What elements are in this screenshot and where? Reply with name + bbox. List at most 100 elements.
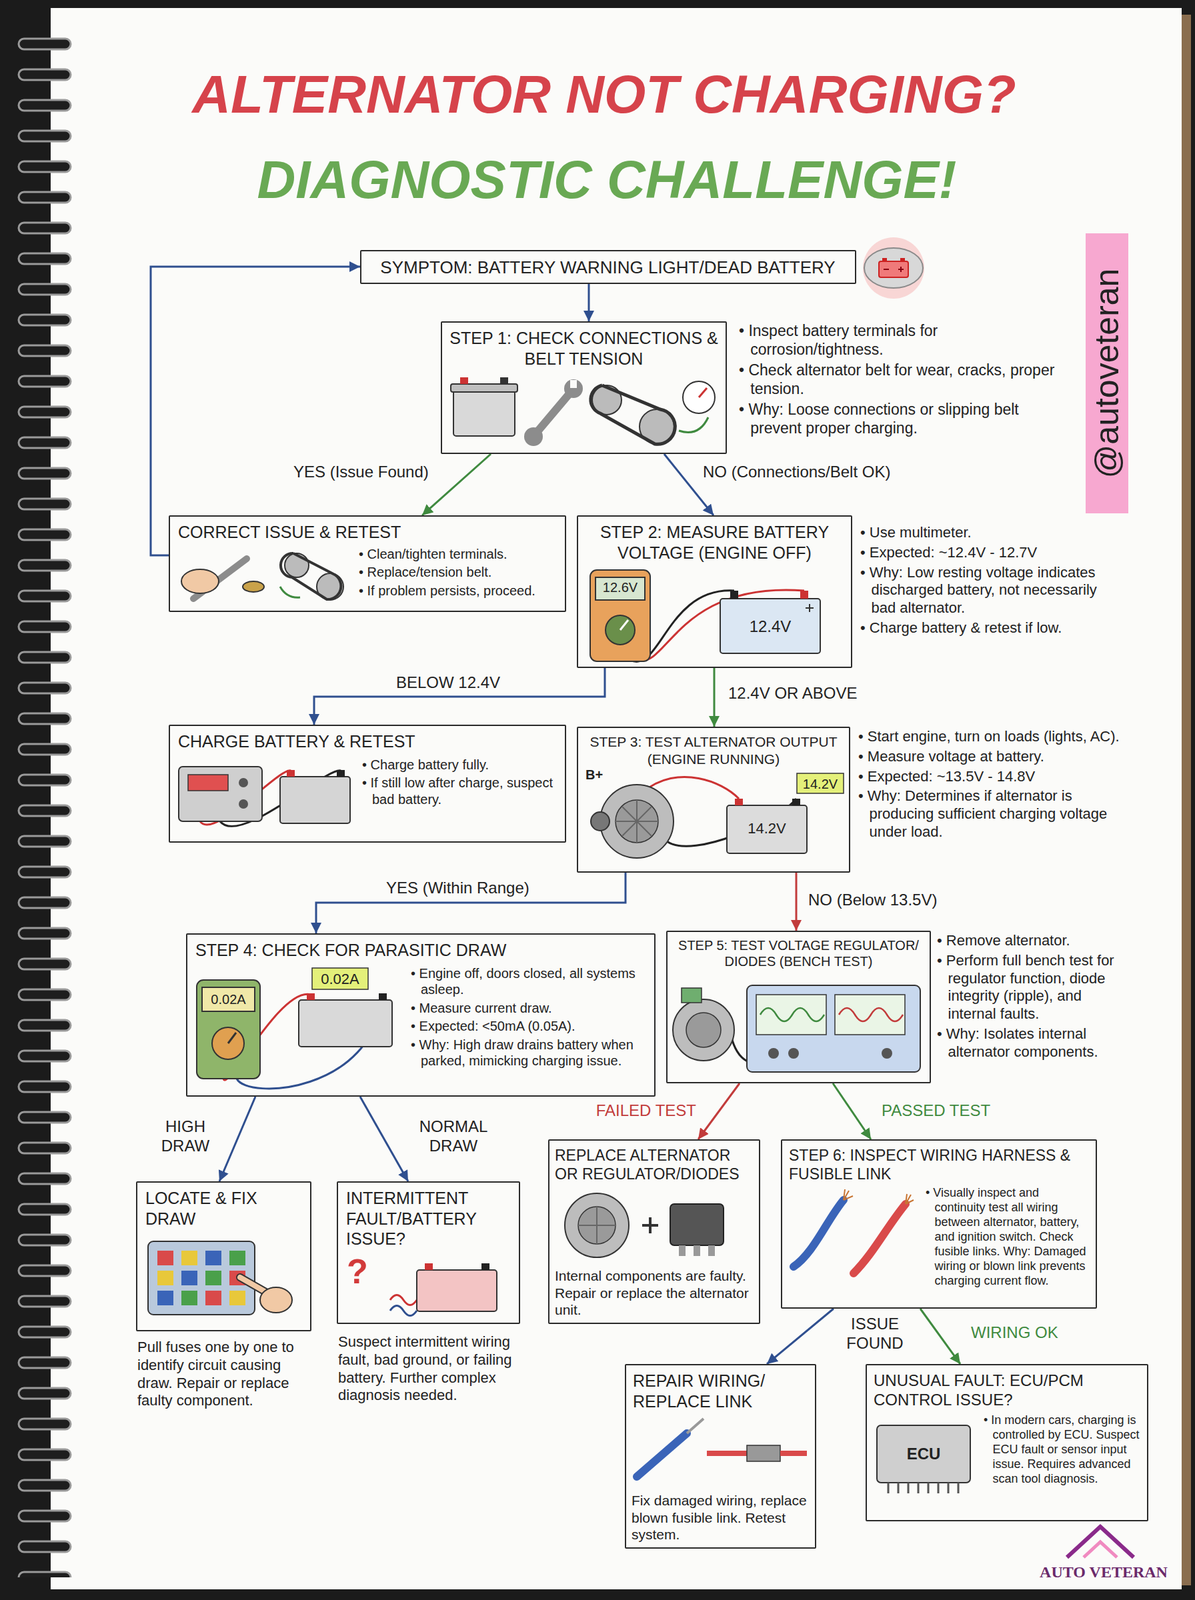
battery-wrench-belt-icon (564, 379, 583, 399)
paper (50, 8, 1182, 1590)
bench-test-icon (681, 988, 702, 1003)
alternator-regulator-icon (578, 1207, 616, 1245)
damaged-wires-icon (793, 1189, 914, 1274)
meter-reading: 0.02A (202, 991, 255, 1008)
text-column: STEP 5: TEST VOLTAGE REGULATOR/ DIODES (… (670, 937, 927, 971)
flow-arrow (832, 1083, 871, 1140)
battery-wrench-belt-icon (570, 380, 577, 389)
alternator-regulator-icon (693, 1245, 701, 1257)
battery-wrench-belt-icon (534, 392, 571, 435)
dashboard-battery-light (862, 237, 925, 299)
label-block: 0.02A (202, 991, 255, 1008)
text-column: SYMPTOM: BATTERY WARNING LIGHT/DEAD BATT… (361, 257, 855, 279)
parasitic-draw-icon (312, 968, 369, 990)
bench-test-icon (768, 1048, 779, 1059)
fuse-box-icon (157, 1251, 174, 1266)
battery-wrench-belt-icon (450, 384, 518, 393)
ecu-module-icon (876, 1425, 971, 1484)
terminal-belt-fix-icon (280, 553, 341, 600)
reading-tag: 0.02A (313, 970, 367, 989)
outcome-note: Suspect intermittent wiring fault, bad g… (338, 1333, 545, 1406)
action-box: CHARGE BATTERY & RETEST• Charge battery … (168, 724, 567, 843)
box-body: • Replace/tension belt. (358, 564, 563, 581)
box-body: • Visually inspect and continuity test a… (925, 1186, 1093, 1290)
multimeter-battery-icon (590, 570, 651, 662)
text-column: STEP 3: TEST ALTERNATOR OUTPUT (ENGINE R… (580, 733, 847, 768)
multimeter-battery-icon (605, 615, 635, 645)
fuse-box-icon (205, 1271, 222, 1286)
watermark-logo (1066, 1527, 1134, 1558)
bench-test-icon (881, 1048, 893, 1059)
bench-test-icon (672, 999, 735, 1061)
box-body: • If problem persists, proceed. (358, 582, 563, 599)
text-column: • Charge battery fully.• If still low af… (362, 756, 563, 810)
box-heading: STEP 6: INSPECT WIRING HARNESS & FUSIBLE… (788, 1146, 1092, 1184)
ecu-module-icon (876, 1425, 971, 1494)
bench-test-icon (756, 994, 827, 1035)
step-box: STEP 4: CHECK FOR PARASITIC DRAW• Engine… (186, 933, 656, 1097)
box-body: • Charge battery fully. (362, 756, 563, 773)
label-block: @autoveteran (1085, 233, 1129, 514)
flow-arrow (766, 1309, 834, 1365)
box-heading: STEP 5: TEST VOLTAGE REGULATOR/ DIODES (… (670, 937, 927, 971)
label-block: B+ (585, 766, 615, 783)
text-column: INTERMITTENT FAULT/BATTERY ISSUE? (346, 1188, 517, 1250)
parasitic-draw-icon (202, 987, 255, 1012)
label-block: ECU (890, 1444, 957, 1464)
bench-test-icon (672, 985, 921, 1073)
box-body: • Measure current draw. (410, 1000, 651, 1017)
dashboard-battery-light (900, 258, 905, 262)
action-box: CORRECT ISSUE & RETEST• Clean/tighten te… (168, 515, 567, 613)
subtitle: DIAGNOSTIC CHALLENGE! (66, 150, 1147, 210)
parasitic-draw-icon (228, 1032, 237, 1044)
alternator-regulator-icon (578, 1207, 616, 1245)
note-bullet: • Inspect battery terminals for corrosio… (738, 321, 1062, 359)
battery-charger-icon (178, 766, 263, 822)
multimeter-battery-icon (720, 598, 821, 654)
note-bullet: • Check alternator belt for wear, cracks… (738, 360, 1062, 399)
parasitic-draw-icon (298, 1000, 393, 1047)
battery-question-icon (481, 1263, 490, 1271)
note-bullet: • Remove alternator. (936, 932, 1127, 951)
box-heading: LOCATE & FIX DRAW (145, 1188, 306, 1230)
flow-arrow (588, 284, 591, 322)
edge-label: ISSUE FOUND (841, 1315, 909, 1354)
label-block: 14.2V (796, 776, 844, 793)
label-block: 12.4V (723, 616, 817, 637)
bench-test-icon (760, 1008, 825, 1022)
text-column: • In modern cars, charging is controlled… (983, 1413, 1144, 1490)
text-column: CORRECT ISSUE & RETEST (178, 522, 459, 543)
bench-test-icon (686, 1012, 721, 1048)
edge-label: HIGH DRAW (154, 1117, 217, 1157)
edge-label-block: FAILED TEST (578, 1101, 699, 1121)
damaged-wires-icon (905, 1194, 914, 1205)
battery-wrench-belt-icon (698, 388, 707, 398)
bench-test-icon (788, 1048, 799, 1059)
note-bullet: • Why: Determines if alternator is produ… (858, 787, 1125, 841)
note-bullet: • Why: Isolates internal alternator comp… (936, 1025, 1127, 1062)
label-block: DIAGNOSTIC CHALLENGE! (66, 150, 1147, 210)
note-bullet: • Why: Loose connections or slipping bel… (738, 400, 1062, 438)
alternator-output-icon (590, 773, 844, 859)
battery-question-icon (416, 1270, 497, 1312)
fuse-box-icon (181, 1251, 198, 1266)
battery-wrench-belt-icon (524, 427, 543, 447)
watermark-logo (1066, 1527, 1134, 1558)
box-heading: STEP 1: CHECK CONNECTIONS & BELT TENSION (447, 328, 721, 369)
edge-label: BELOW 12.4V (393, 673, 503, 693)
outcome-box: LOCATE & FIX DRAW (136, 1181, 312, 1332)
dashboard-battery-light (862, 237, 925, 299)
note-bullet: • Use multimeter. (860, 524, 1124, 543)
outcome-box: UNUSUAL FAULT: ECU/PCM CONTROL ISSUE?• I… (865, 1364, 1149, 1522)
battery-reading: 12.4V (723, 616, 817, 637)
multimeter-battery-icon (590, 570, 821, 662)
label-block: ? (346, 1251, 387, 1294)
fuse-box-icon (148, 1241, 293, 1316)
battery-wrench-belt-icon (460, 377, 469, 385)
box-heading: INTERMITTENT FAULT/BATTERY ISSUE? (346, 1188, 517, 1250)
step-box: STEP 6: INSPECT WIRING HARNESS & FUSIBLE… (780, 1139, 1097, 1310)
edge-label-block: NO (Below 13.5V) (805, 890, 940, 911)
bench-test-icon (746, 985, 921, 1073)
label-block: 14.2V (726, 820, 807, 839)
battery-wrench-belt-icon (678, 417, 709, 433)
